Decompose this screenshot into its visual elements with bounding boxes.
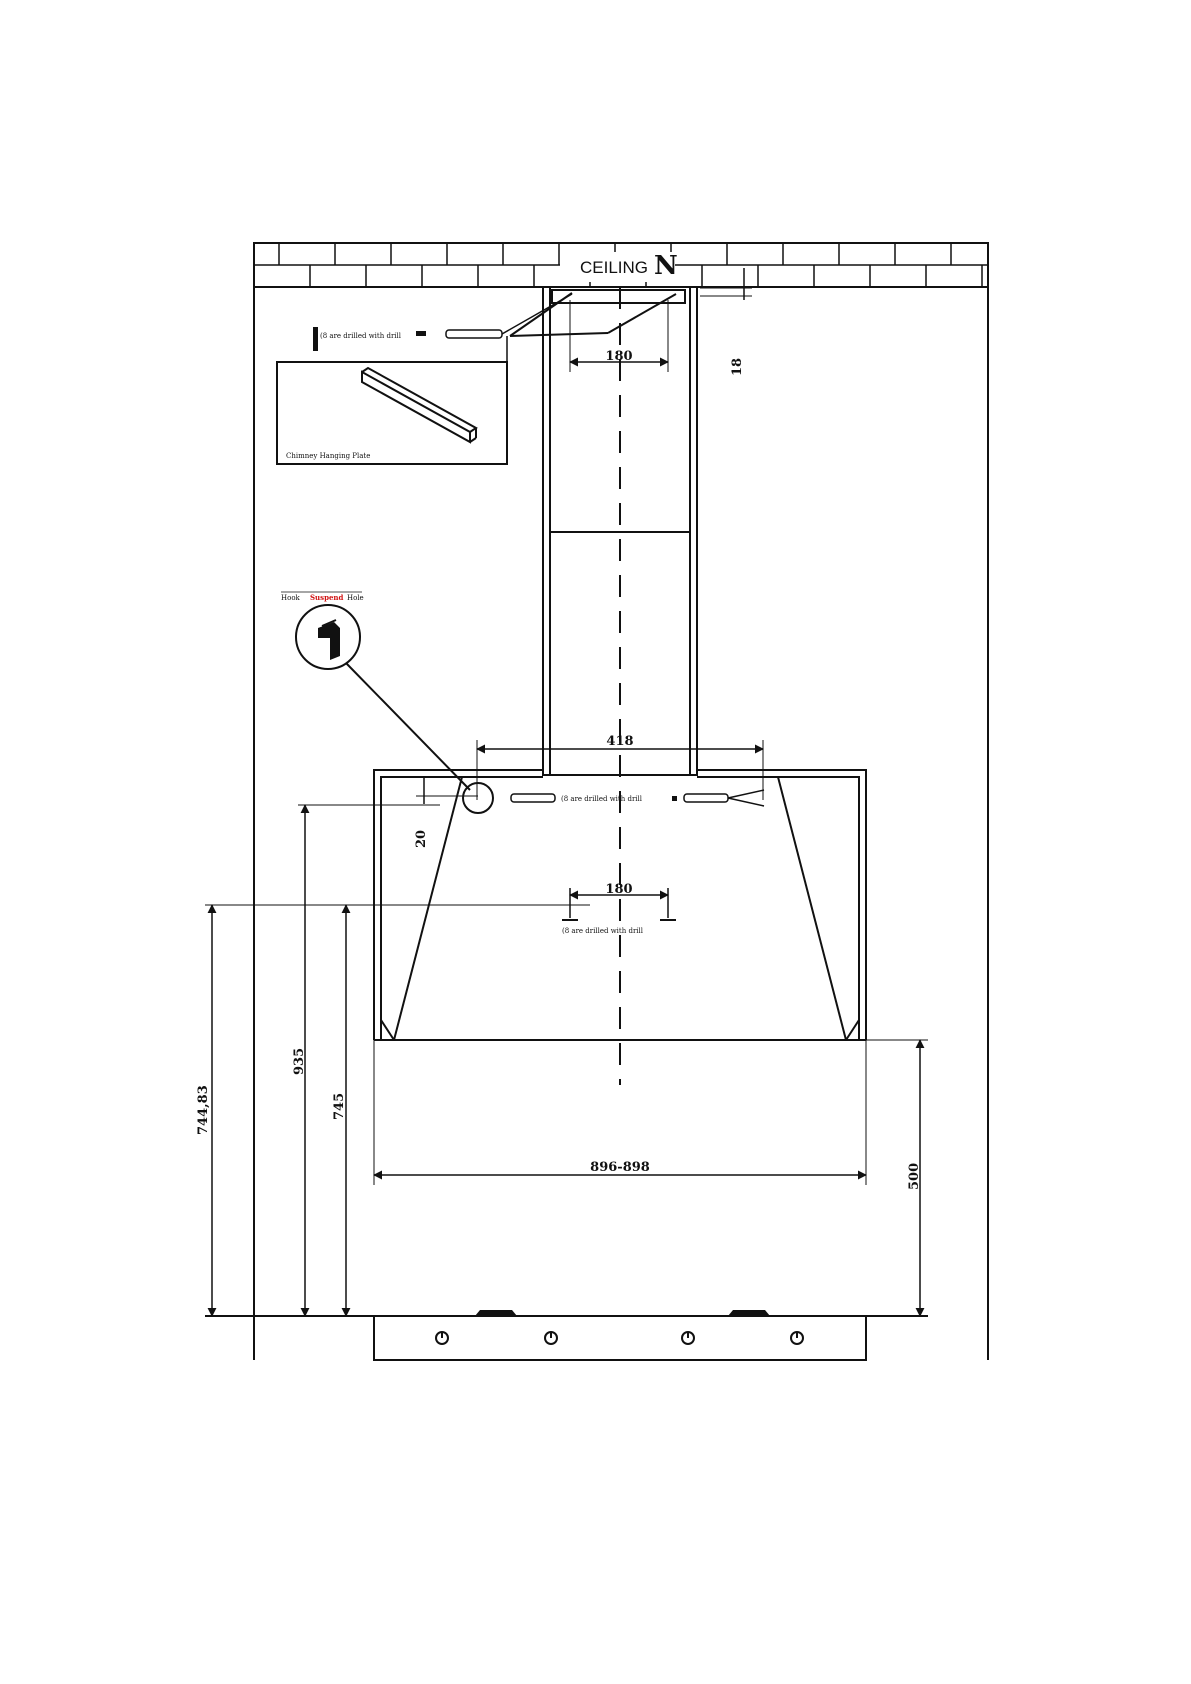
lower-drill-note: (8 are drilled with drill: [562, 927, 644, 935]
chimney-plate-inset: [276, 336, 508, 465]
top-hanging-plate: [509, 289, 686, 337]
hob-knob-2: [544, 1331, 558, 1345]
hood-body: [373, 769, 867, 1041]
hole-offset-label: 20: [414, 830, 429, 848]
chimney-plate-caption: Chimney Hanging Plate: [286, 452, 370, 460]
hob-knob-3: [681, 1331, 695, 1345]
hob-knob-1: [435, 1331, 449, 1345]
ceiling-gap-dimension: [700, 268, 752, 300]
hook-label-highlight: Suspend: [310, 593, 344, 602]
height-mid-label: 935: [292, 1048, 307, 1075]
hood-width-label: 896-898: [590, 1160, 650, 1175]
ceiling-label-box: [560, 252, 675, 282]
top-hole-spacing-label: 180: [605, 349, 632, 364]
top-leader-line: [501, 293, 573, 335]
hook-label-suffix: Hole: [347, 594, 364, 602]
hood-screw-icon-right: [683, 793, 729, 803]
height-inner-label: 745: [332, 1093, 347, 1120]
hook-icon: [318, 619, 340, 660]
height-outer-dimension: [205, 904, 590, 1317]
height-outer-label: 744,83: [196, 1085, 211, 1135]
hood-leader-line-upper: [727, 789, 765, 799]
height-mid-dimension: [298, 804, 440, 1317]
hood-note-bold-mark: [672, 796, 677, 801]
hob: [373, 1310, 867, 1361]
ceiling-label: CEILING: [580, 258, 648, 277]
hole-offset-dimension: [416, 776, 478, 804]
top-note-marker: [313, 327, 318, 351]
top-note-bold-mark: [416, 331, 426, 336]
clearance-label: 500: [907, 1163, 922, 1190]
hook-label-prefix: Hook: [281, 594, 301, 602]
hook-callout: Hook Suspend Hole: [281, 591, 494, 814]
hood-top-width-label: 418: [606, 734, 633, 749]
hob-burner-right: [728, 1310, 770, 1316]
ceiling-mark: N: [654, 251, 678, 281]
top-screw-icon: [445, 329, 503, 339]
hanging-plate-icon: [361, 366, 478, 444]
hood-screw-icon-left: [510, 793, 556, 803]
hood-leader-line-lower: [727, 797, 765, 807]
hood-drill-note: (8 are drilled with drill: [561, 795, 643, 803]
lower-hole-dimension: [562, 888, 676, 921]
hob-knob-4: [790, 1331, 804, 1345]
hob-burner-left: [475, 1310, 517, 1316]
ceiling-gap-label: 18: [730, 358, 745, 376]
clearance-dimension: [866, 1039, 928, 1317]
lower-hole-spacing-label: 180: [605, 882, 632, 897]
top-drill-note: (8 are drilled with drill: [320, 332, 402, 340]
hood-width-dimension-line: [373, 1040, 867, 1185]
